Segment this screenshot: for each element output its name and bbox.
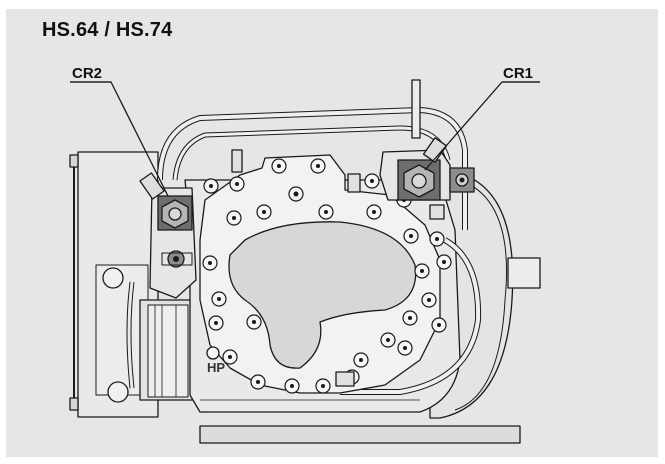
fitting-right xyxy=(429,204,445,220)
fitting-bottom xyxy=(335,371,355,387)
cr1-label: CR1 xyxy=(503,65,533,82)
fitting-stub xyxy=(231,149,243,173)
cover-window xyxy=(228,221,417,369)
hp-port-icon xyxy=(206,346,220,360)
fitting-top xyxy=(347,173,361,193)
base-plate xyxy=(199,425,521,444)
terminal-screw-top xyxy=(102,267,124,289)
terminal-screw-bottom xyxy=(107,381,129,403)
hp-label: HP xyxy=(207,360,225,375)
cr2-label: CR2 xyxy=(72,65,102,82)
shaft xyxy=(507,257,541,289)
figure-title: HS.64 / HS.74 xyxy=(42,19,173,41)
tube-riser xyxy=(411,79,421,139)
